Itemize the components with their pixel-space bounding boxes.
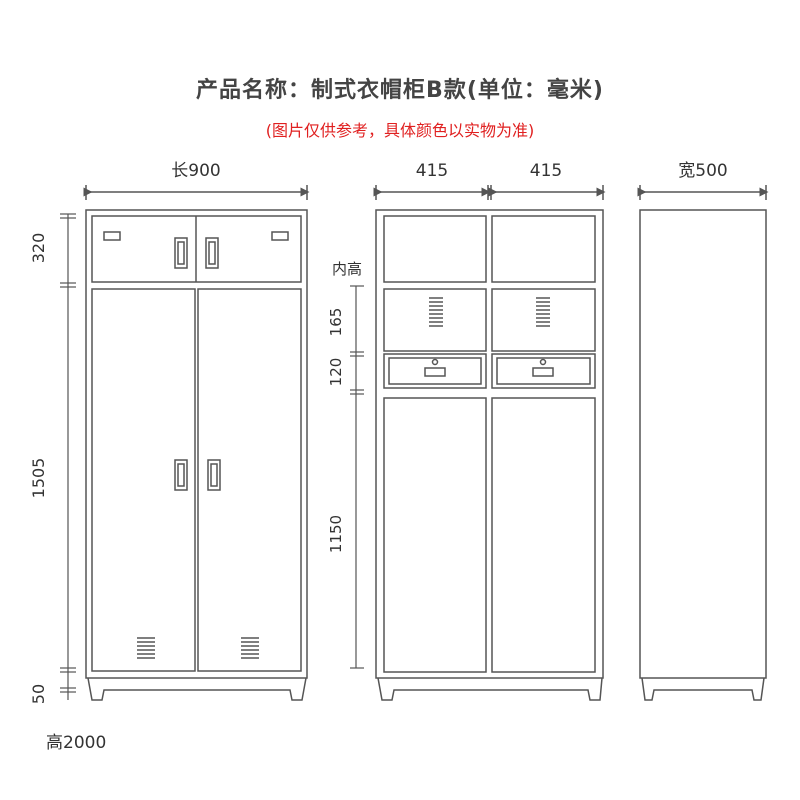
front-width-label: 长900: [171, 161, 220, 181]
door-vent-left: [137, 637, 155, 659]
right-drawer-handle: [532, 367, 554, 377]
front-feet: [87, 677, 307, 701]
interior-height-dimensions: [350, 285, 364, 669]
left-drawer: [383, 353, 487, 389]
front-width-dimension: [83, 185, 310, 200]
card-slot-right: [271, 231, 289, 241]
door-handle-left: [174, 459, 188, 491]
inner-height-label: 内高: [332, 260, 362, 278]
right-shelf: [491, 288, 596, 352]
top-handle-left: [174, 237, 188, 269]
front-height-dimensions: [60, 213, 76, 700]
dim-hanging: 1150: [327, 515, 345, 553]
product-title: 产品名称：制式衣帽柜B款(单位：毫米): [196, 78, 604, 103]
dim-shelf: 165: [327, 308, 345, 337]
interior-width-dimensions: [373, 185, 606, 200]
right-shelf-vent: [536, 297, 550, 327]
dim-door-section: 1505: [29, 458, 48, 499]
right-hanging-space: [491, 397, 596, 673]
interior-feet: [377, 677, 603, 701]
side-view: [637, 185, 769, 701]
side-depth-dimension: [637, 185, 769, 200]
door-vent-right: [241, 637, 259, 659]
door-right: [197, 288, 302, 672]
left-shelf-vent: [429, 297, 443, 327]
left-shelf: [383, 288, 487, 352]
side-feet: [641, 677, 765, 701]
front-cabinet-body: [85, 209, 308, 679]
right-top-compartment: [491, 215, 596, 283]
side-panel: [639, 209, 767, 679]
top-handle-right: [205, 237, 219, 269]
left-hanging-space: [383, 397, 487, 673]
interior-left-width: 415: [416, 161, 448, 181]
front-view: [83, 185, 310, 701]
left-drawer-handle: [424, 367, 446, 377]
card-slot-left: [103, 231, 121, 241]
dim-top-section: 320: [29, 233, 48, 264]
dim-base: 50: [29, 684, 48, 704]
front-height-label: 高2000: [46, 733, 106, 753]
interior-right-width: 415: [530, 161, 562, 181]
interior-cabinet-body: [375, 209, 604, 679]
interior-view: [373, 185, 606, 701]
dim-drawer: 120: [327, 358, 345, 387]
right-drawer: [491, 353, 596, 389]
door-left: [91, 288, 196, 672]
disclaimer-note: (图片仅供参考，具体颜色以实物为准): [265, 121, 535, 140]
door-handle-right: [207, 459, 221, 491]
side-depth-label: 宽500: [678, 161, 727, 181]
left-top-compartment: [383, 215, 487, 283]
